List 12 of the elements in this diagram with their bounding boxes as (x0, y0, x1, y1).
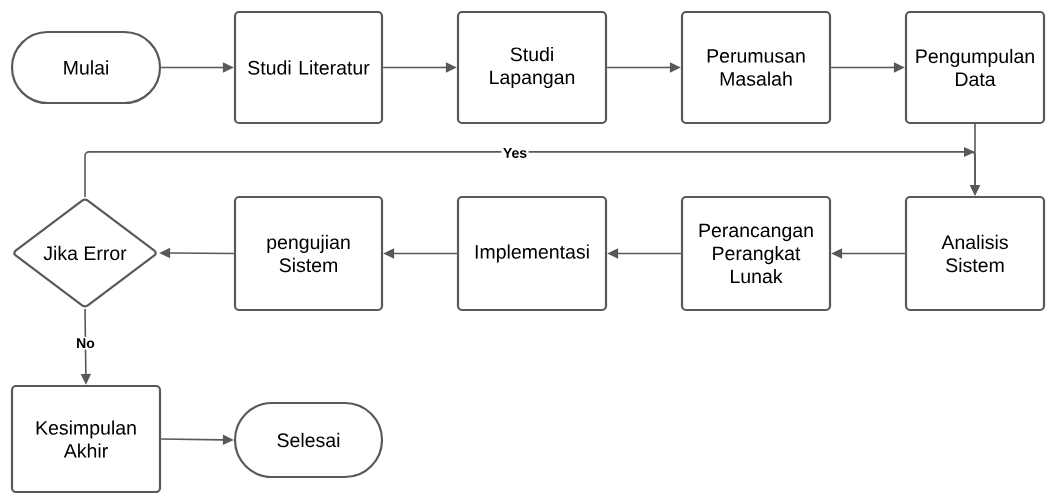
edge-label: No (74, 336, 97, 350)
process-box: Studi Lapangan (456, 10, 608, 125)
process-box: Studi Literatur (233, 10, 384, 125)
process-box: pengujian Sistem (233, 195, 384, 312)
process-box: Pengumpulan Data (904, 10, 1046, 125)
process-box: Kesimpulan Akhir (10, 384, 162, 493)
process-box: Analisis Sistem (904, 195, 1046, 312)
process-box: Implementasi (456, 195, 608, 312)
process-box: Perancangan Perangkat Lunak (680, 195, 832, 312)
process-box: Perumusan Masalah (680, 10, 832, 125)
edge-label: Yes (501, 146, 529, 160)
arrow (84, 146, 981, 198)
